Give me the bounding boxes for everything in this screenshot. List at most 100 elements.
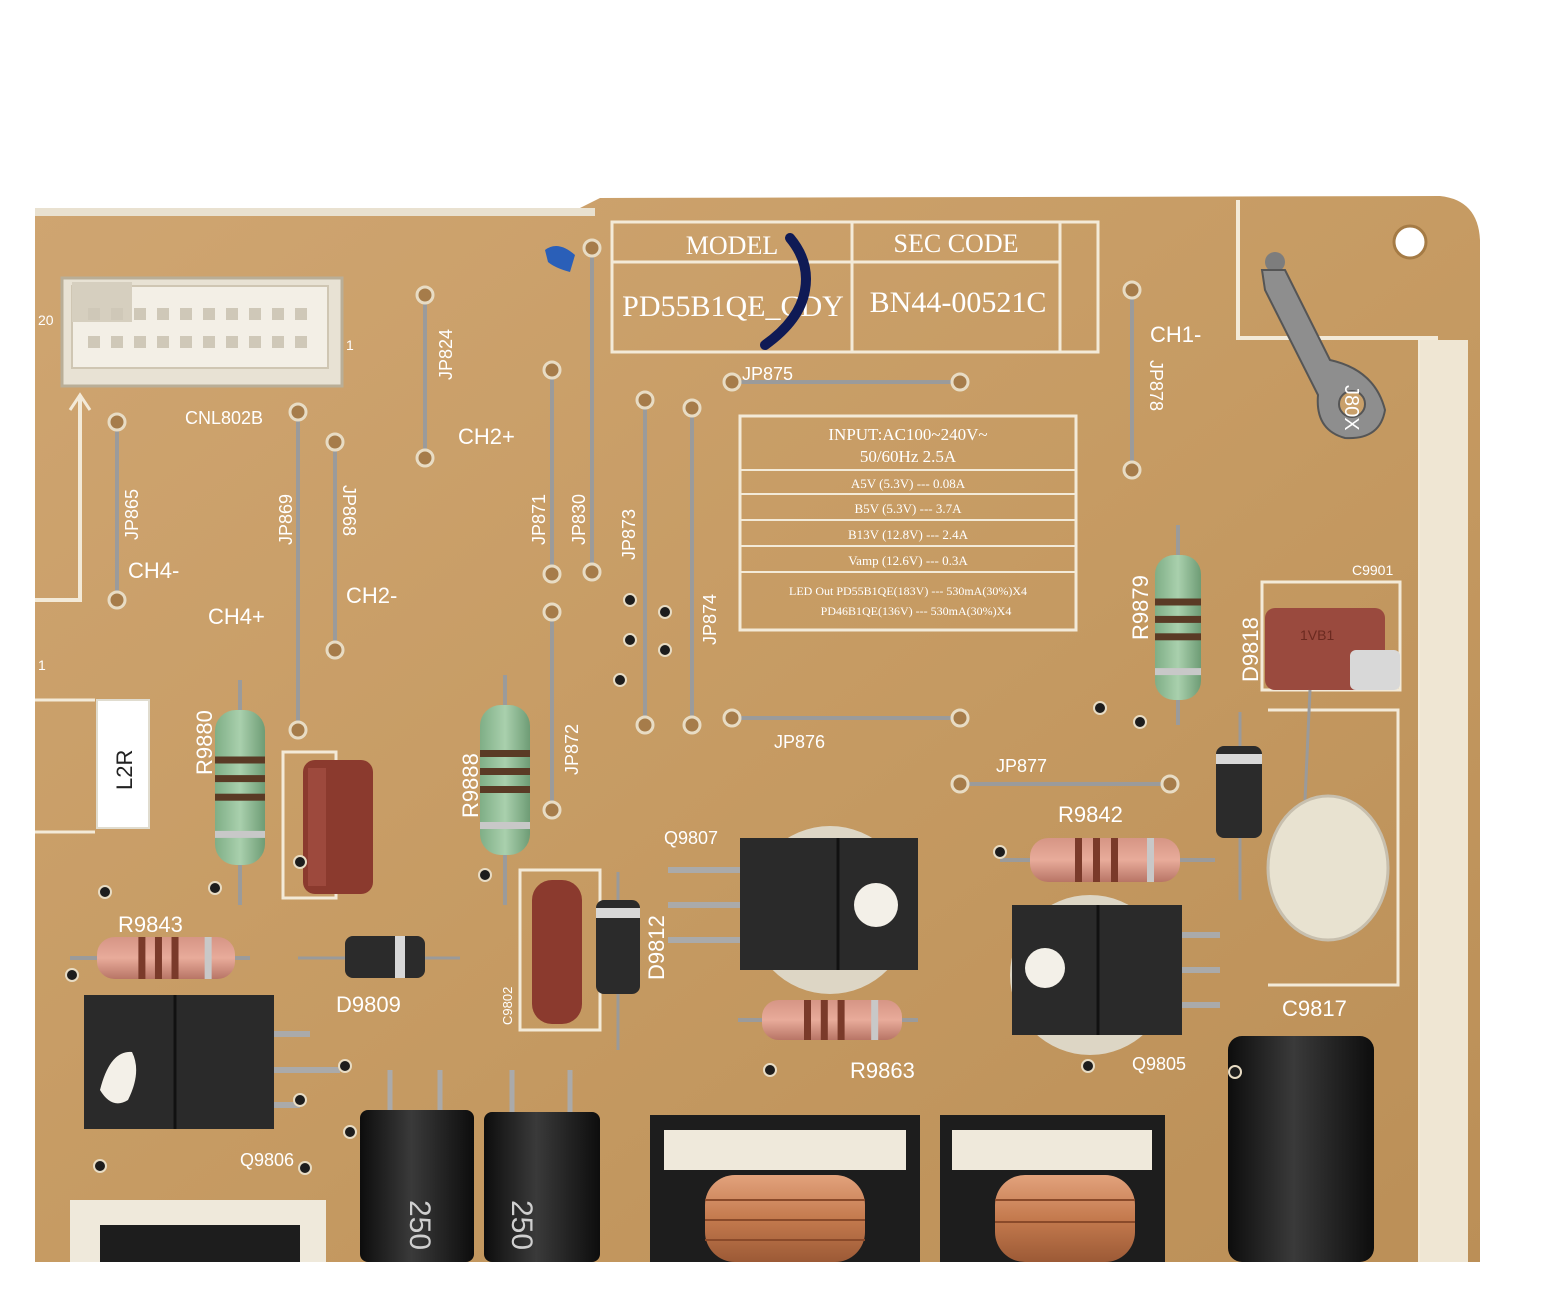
jumper-pad bbox=[1122, 280, 1142, 300]
connector-pins bbox=[88, 308, 307, 348]
connector-pin bbox=[226, 308, 238, 320]
disc-cap-c9817 bbox=[1266, 794, 1390, 942]
connector-pin bbox=[272, 336, 284, 348]
jumper-pad bbox=[288, 720, 308, 740]
silk-arrow-up bbox=[68, 392, 92, 411]
jumper-pad bbox=[635, 390, 655, 410]
jumper-pad bbox=[415, 448, 435, 468]
solder-pads bbox=[65, 593, 1242, 1175]
connector-shadow-area bbox=[35, 208, 595, 216]
cap2-value: 250 bbox=[505, 1200, 538, 1250]
jp874-label: JP874 bbox=[700, 594, 720, 645]
connector-pin bbox=[295, 336, 307, 348]
jp877-label: JP877 bbox=[996, 756, 1047, 776]
resistor-body bbox=[215, 710, 265, 865]
via-dot bbox=[478, 868, 492, 882]
ch1-minus-label: CH1- bbox=[1150, 322, 1201, 347]
resistor-band bbox=[171, 937, 179, 979]
jumper-pad bbox=[107, 590, 127, 610]
cap1-value: 250 bbox=[403, 1200, 436, 1250]
pin-1-label: 1 bbox=[38, 657, 46, 673]
c9901-label: C9901 bbox=[1352, 562, 1393, 578]
diode-d9809 bbox=[298, 936, 460, 978]
via-dot bbox=[65, 968, 79, 982]
resistor-band bbox=[215, 756, 265, 764]
electrolytic-cap-1 bbox=[360, 1070, 474, 1262]
jumper-pad bbox=[107, 412, 127, 432]
connector-pin bbox=[134, 308, 146, 320]
resistor-band bbox=[1155, 633, 1201, 641]
resistor-body bbox=[97, 937, 235, 979]
silk-frame-left bbox=[35, 395, 82, 602]
jumper-pad bbox=[582, 238, 602, 258]
film-cap-c9802 bbox=[518, 868, 602, 1032]
jumper-pad bbox=[542, 602, 562, 622]
disc-cap-lead bbox=[1303, 689, 1312, 801]
jp876-label: JP876 bbox=[774, 732, 825, 752]
resistor-band bbox=[804, 1000, 811, 1040]
spec-model-header: MODEL bbox=[686, 231, 778, 260]
resistors bbox=[70, 525, 1215, 1040]
silk-strip-right bbox=[1420, 340, 1468, 1262]
via-dot bbox=[658, 605, 672, 619]
jumper-pad bbox=[1160, 774, 1180, 794]
jumper-pad bbox=[542, 800, 562, 820]
transistor-q9807 bbox=[668, 826, 918, 994]
mounting-hole bbox=[1392, 224, 1428, 260]
connector-pin bbox=[111, 308, 123, 320]
transformer-left bbox=[650, 1115, 920, 1262]
connector-pin bbox=[226, 336, 238, 348]
resistor-band bbox=[871, 1000, 879, 1040]
jumper-pad bbox=[950, 708, 970, 728]
resistor-band bbox=[154, 937, 162, 979]
via-dot bbox=[658, 643, 672, 657]
jumper-pad bbox=[288, 402, 308, 422]
input-row-b5v: B5V (5.3V) --- 3.7A bbox=[855, 501, 963, 516]
via-dot bbox=[93, 1159, 107, 1173]
q9806-label: Q9806 bbox=[240, 1150, 294, 1170]
jumper-wires bbox=[107, 238, 1180, 820]
connector-pin bbox=[180, 336, 192, 348]
resistor-band bbox=[1093, 838, 1100, 882]
via-dot bbox=[293, 1093, 307, 1107]
q9807-label: Q9807 bbox=[664, 828, 718, 848]
diode-vertical-right bbox=[1216, 712, 1262, 900]
jp830-label: JP830 bbox=[569, 494, 589, 545]
input-row-b13v: B13V (12.8V) --- 2.4A bbox=[848, 527, 969, 542]
ch2-minus-label: CH2- bbox=[346, 583, 397, 608]
electrolytic-cap-3 bbox=[1228, 1036, 1374, 1262]
via-dot bbox=[623, 593, 637, 607]
spec-table bbox=[610, 220, 1100, 354]
connector-pin bbox=[157, 336, 169, 348]
marker-scribble bbox=[760, 233, 811, 350]
l2r-sticker bbox=[96, 699, 150, 829]
transformer-right bbox=[940, 1115, 1165, 1262]
resistor-band bbox=[1147, 838, 1154, 882]
resistor-band bbox=[1075, 838, 1082, 882]
resistor-band bbox=[480, 786, 530, 793]
c9817-label: C9817 bbox=[1282, 996, 1347, 1021]
jumper-pad bbox=[682, 715, 702, 735]
input-line2: 50/60Hz 2.5A bbox=[860, 447, 957, 466]
resistor-band bbox=[215, 830, 265, 838]
via-dot bbox=[298, 1161, 312, 1175]
connector-pin bbox=[295, 308, 307, 320]
jumper-pad bbox=[635, 715, 655, 735]
input-led2: PD46B1QE(136V) --- 530mA(30%)X4 bbox=[821, 604, 1012, 618]
resistor-body bbox=[762, 1000, 902, 1040]
conn-pin-20-label: 20 bbox=[38, 312, 54, 328]
connector-pin bbox=[203, 308, 215, 320]
jumper-pad bbox=[325, 640, 345, 660]
jumper-pad bbox=[722, 708, 742, 728]
resistor-band bbox=[1111, 838, 1118, 882]
jumper-pad bbox=[1122, 460, 1142, 480]
connector-pin bbox=[157, 308, 169, 320]
jumper-pad bbox=[415, 285, 435, 305]
c9802-label: C9802 bbox=[500, 987, 515, 1025]
jumper-pad bbox=[722, 372, 742, 392]
connector-cnl802b bbox=[60, 276, 344, 388]
d9818-label: D9818 bbox=[1238, 617, 1263, 682]
electrolytic-cap-2 bbox=[484, 1070, 600, 1262]
